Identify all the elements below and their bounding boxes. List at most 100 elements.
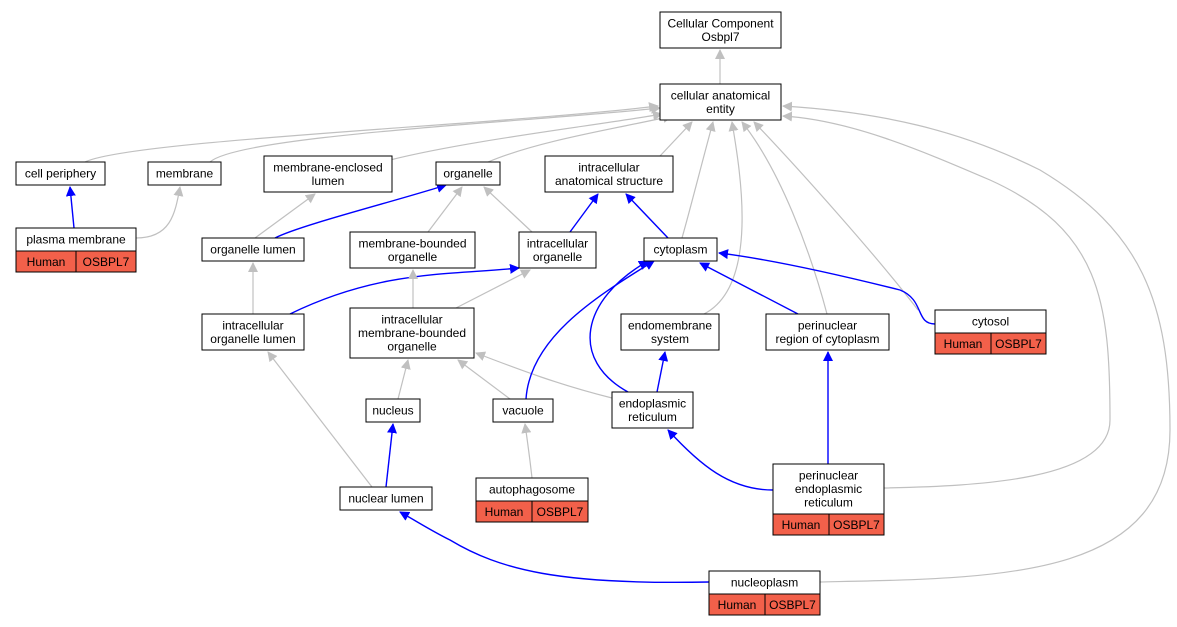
node-nuclear-lumen[interactable]: nuclear lumen (339, 486, 433, 511)
edge-prc-cytoplasm (699, 262, 799, 315)
edge-orglumen-organelle (274, 183, 447, 239)
node-label: system (651, 332, 689, 346)
node-cell-periphery[interactable]: cell periphery (15, 161, 106, 186)
node-label: cytosol (972, 315, 1009, 329)
node-label: intracellular (527, 236, 588, 250)
node-organelle[interactable]: organelle (435, 161, 501, 186)
node-box (15, 161, 106, 186)
node-label: membrane-enclosed (273, 160, 382, 174)
gene-tag-label: OSBPL7 (769, 598, 816, 612)
node-label: lumen (312, 174, 345, 188)
species-tag-label: Human (27, 255, 66, 269)
node-box (435, 161, 501, 186)
species-tag: Human (772, 513, 830, 536)
gene-tag-label: OSBPL7 (537, 505, 584, 519)
node-label: nuclear lumen (348, 492, 423, 506)
node-label: organelle lumen (210, 243, 295, 257)
node-box (349, 307, 475, 359)
node-label: cellular anatomical (671, 88, 770, 102)
node-label: perinuclear (798, 318, 857, 332)
gene-tag: OSBPL7 (990, 332, 1047, 355)
edge-cytoplasm-cae (681, 121, 716, 239)
node-label: nucleus (372, 404, 413, 418)
gene-tag: OSBPL7 (828, 513, 885, 536)
edge-nucleus-imbo (397, 359, 411, 400)
edge-imbo-io (455, 269, 531, 309)
edge-prc-cae (741, 121, 828, 315)
node-label: nucleoplasm (731, 576, 798, 590)
node-label: region of cytoplasm (775, 332, 879, 346)
node-label: reticulum (628, 410, 677, 424)
edge-organelle-cae (487, 113, 673, 163)
node-label: anatomical structure (555, 174, 663, 188)
edge-per-er (667, 429, 774, 491)
node-box (620, 313, 720, 351)
species-tag: Human (708, 593, 766, 616)
node-box (611, 391, 694, 429)
edges-layer (65, 49, 1171, 584)
node-label: cytoplasm (653, 243, 707, 257)
node-label: cell periphery (25, 167, 96, 181)
node-label: endoplasmic (795, 482, 862, 496)
edge-cellperiphery-cae (84, 102, 659, 163)
node-box (349, 231, 476, 269)
edge-er-endomembrane (656, 351, 669, 393)
node-label: plasma membrane (26, 233, 126, 247)
species-tag: Human (934, 332, 992, 355)
node-label: intracellular (578, 160, 639, 174)
edge-nucleoplasm-nuclearlumen (399, 511, 710, 584)
species-tag-label: Human (782, 518, 821, 532)
node-label: autophagosome (489, 483, 575, 497)
node-nucleus[interactable]: nucleus (365, 398, 421, 423)
gene-tag-label: OSBPL7 (833, 518, 880, 532)
node-label: entity (706, 102, 735, 116)
node-label: perinuclear (799, 469, 858, 483)
species-tag: Human (15, 250, 77, 273)
edge-ias-cae (659, 121, 693, 157)
node-label: vacuole (502, 404, 544, 418)
node-cytoplasm[interactable]: cytoplasm (643, 237, 718, 262)
node-label: membrane-bounded (358, 326, 466, 340)
edge-vacuole-imbo (457, 359, 511, 400)
node-box (365, 398, 421, 423)
node-box (263, 155, 393, 193)
node-box (492, 398, 554, 423)
edge-endomembrane-cae (703, 121, 743, 315)
node-membrane[interactable]: membrane (147, 161, 222, 186)
node-box (544, 155, 674, 193)
node-box (201, 237, 305, 262)
node-box (518, 231, 597, 269)
edge-nuclearlumen-iol (267, 351, 373, 488)
node-box (643, 237, 718, 262)
node-vacuole[interactable]: vacuole (492, 398, 554, 423)
gene-tag-label: OSBPL7 (995, 337, 1042, 351)
edge-mbo-organelle (427, 186, 463, 233)
species-tag: Human (475, 500, 533, 523)
node-label: organelle (533, 250, 583, 264)
node-box (339, 486, 433, 511)
node-label: membrane (156, 167, 214, 181)
node-label: endoplasmic (619, 396, 686, 410)
gene-tag-label: OSBPL7 (83, 255, 130, 269)
node-organelle-lumen[interactable]: organelle lumen (201, 237, 305, 262)
edge-autophagosome-vacuole (521, 423, 533, 479)
node-label: intracellular (222, 318, 283, 332)
